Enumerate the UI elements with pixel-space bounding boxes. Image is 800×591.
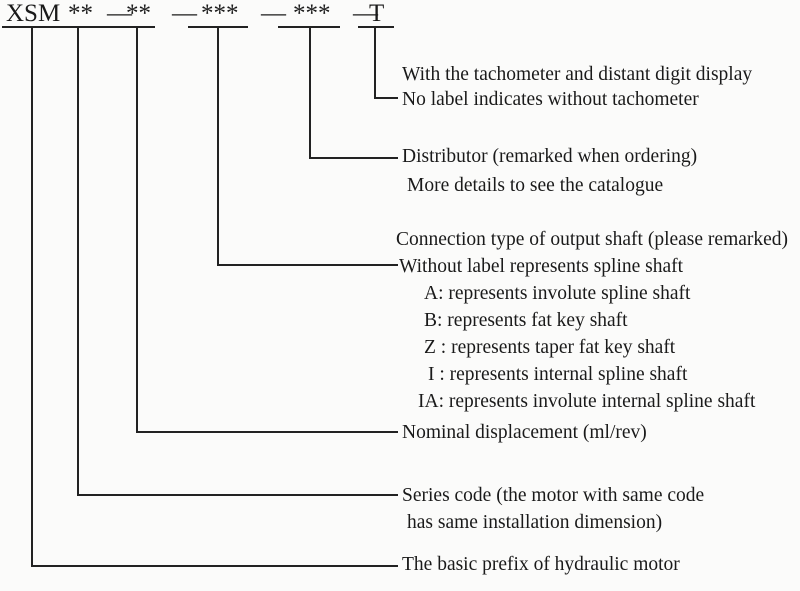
shaft-option-z: Z : represents taper fat key shaft — [424, 337, 676, 358]
segment-rule-1 — [64, 26, 98, 28]
code-prefix: XSM — [6, 0, 61, 27]
segment-rule-1b — [98, 26, 137, 28]
callout-series-code-line-2: has same installation dimension) — [407, 512, 663, 533]
code-segment-2: ** — [126, 0, 151, 27]
code-segment-5: T — [369, 0, 385, 27]
code-separator-3: — — [261, 0, 286, 27]
shaft-option-b: B: represents fat key shaft — [424, 310, 628, 331]
leader-vertical-basic-prefix — [31, 26, 33, 566]
callout-nominal-displacement: Nominal displacement (ml/rev) — [402, 422, 647, 443]
callout-basic-prefix: The basic prefix of hydraulic motor — [402, 554, 680, 575]
leader-vertical-tachometer — [374, 26, 376, 98]
leader-horizontal-distributor — [309, 157, 398, 159]
shaft-option-ia: IA: represents involute internal spline … — [418, 391, 756, 412]
code-separator-2: — — [172, 0, 197, 27]
leader-vertical-nominal-displacement — [136, 26, 138, 432]
leader-vertical-distributor — [309, 26, 311, 158]
code-segment-4: *** — [293, 0, 331, 27]
callout-tachometer-line-2: No label indicates without tachometer — [402, 89, 699, 110]
callout-output-shaft-line-1: Connection type of output shaft (please … — [396, 229, 789, 250]
callout-distributor-line-2: More details to see the catalogue — [407, 175, 664, 196]
code-segment-1: ** — [68, 0, 93, 27]
segment-rule-prefix — [2, 26, 64, 28]
code-segment-3: *** — [201, 0, 239, 27]
leader-horizontal-nominal-displacement — [136, 431, 398, 433]
segment-rule-5 — [358, 26, 394, 28]
leader-vertical-series-code — [77, 26, 79, 495]
callout-tachometer-line-1: With the tachometer and distant digit di… — [402, 64, 753, 85]
leader-horizontal-tachometer — [374, 97, 398, 99]
shaft-option-i: I : represents internal spline shaft — [428, 364, 688, 385]
leader-horizontal-basic-prefix — [31, 565, 398, 567]
shaft-option-a: A: represents involute spline shaft — [424, 283, 691, 304]
segment-rule-2 — [123, 26, 155, 28]
leader-vertical-output-shaft — [217, 26, 219, 265]
leader-horizontal-output-shaft — [217, 264, 398, 266]
code-separator-1: — — [107, 0, 132, 27]
code-separator-4: — — [353, 0, 378, 27]
leader-horizontal-series-code — [77, 494, 398, 496]
model-code-header: XSM ** — ** — *** — *** — T — [0, 0, 800, 30]
callout-series-code-line-1: Series code (the motor with same code — [402, 485, 705, 506]
callout-output-shaft-line-2: Without label represents spline shaft — [399, 256, 684, 277]
callout-distributor-line-1: Distributor (remarked when ordering) — [402, 146, 698, 167]
